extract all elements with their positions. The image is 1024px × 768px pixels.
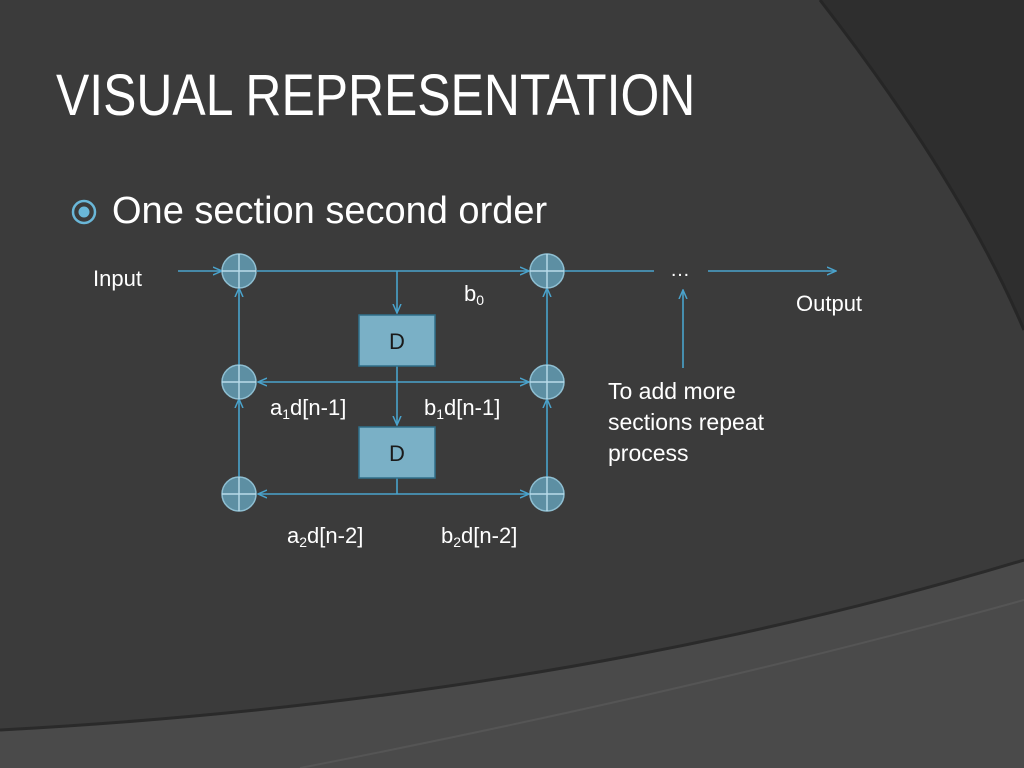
adder-node-a1 bbox=[221, 364, 257, 400]
delay-block-1 bbox=[358, 314, 436, 367]
delay-block-2 bbox=[358, 426, 436, 479]
note-line-1: To add more bbox=[608, 378, 736, 404]
add-sections-note: To add more sections repeat process bbox=[608, 376, 764, 469]
delay-block-2-label: D bbox=[389, 441, 405, 466]
input-label: Input bbox=[93, 266, 142, 291]
slide-title: VISUAL REPRESENTATION bbox=[56, 63, 696, 128]
output-label: Output bbox=[796, 291, 863, 316]
adder-node-input bbox=[221, 253, 257, 289]
adder-node-b1 bbox=[529, 364, 565, 400]
bullet-text: One section second order bbox=[112, 190, 548, 232]
note-line-3: process bbox=[608, 440, 689, 466]
adder-node-b2 bbox=[529, 476, 565, 512]
a1-label: a1d[n-1] bbox=[270, 395, 347, 422]
delay-block-1-label: D bbox=[389, 329, 405, 354]
b2-label: b2d[n-2] bbox=[441, 523, 518, 550]
a2-label: a2d[n-2] bbox=[287, 523, 364, 550]
bullet-item: One section second order bbox=[70, 190, 547, 233]
adder-node-a2 bbox=[221, 476, 257, 512]
circled-dot-bullet-icon bbox=[71, 199, 97, 224]
adder-node-b0 bbox=[529, 253, 565, 289]
b0-label: b0 bbox=[464, 281, 485, 308]
ellipsis: … bbox=[670, 259, 690, 281]
note-line-2: sections repeat bbox=[608, 409, 764, 435]
b1-label: b1d[n-1] bbox=[424, 395, 501, 422]
